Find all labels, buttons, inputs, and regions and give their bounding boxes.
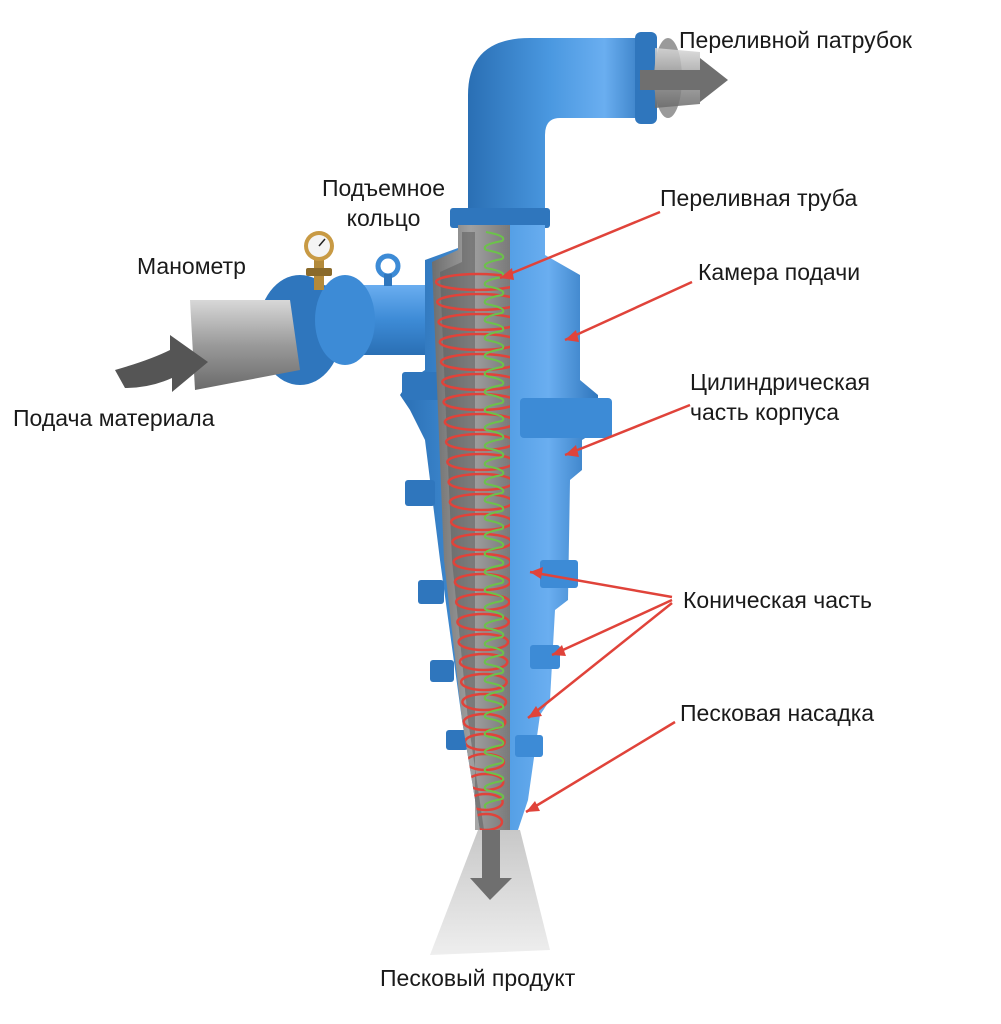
callout-sand-nozzle	[525, 720, 676, 814]
spiral-outer-turn	[456, 612, 510, 632]
spiral-outer-turn	[447, 472, 510, 492]
spiral-inner-turn	[483, 591, 505, 611]
spiral-inner-turn	[483, 753, 505, 773]
spiral-inner-turn	[483, 555, 505, 575]
pressure-gauge-icon	[304, 231, 334, 290]
spiral-inner-turn	[483, 321, 505, 341]
vortex-spirals	[434, 231, 510, 830]
spiral-inner-turn	[483, 681, 505, 701]
spiral-outer-turn	[453, 572, 510, 592]
spiral-outer-turn	[436, 292, 510, 312]
label-sand-product: Песковый продукт	[380, 965, 576, 991]
label-overflow-nozzle: Переливной патрубок	[679, 27, 912, 53]
spiral-inner-turn	[483, 411, 505, 431]
spiral-outer-turn	[439, 352, 510, 372]
spiral-inner-turn	[483, 483, 505, 503]
spiral-outer-turn	[434, 272, 510, 292]
spiral-inner-turn	[483, 645, 505, 665]
spiral-outer-turn	[454, 592, 510, 612]
spiral-outer-turn	[448, 492, 510, 512]
spiral-inner-turn	[483, 699, 505, 719]
spiral-outer-turn	[446, 452, 510, 472]
callout-cylindrical	[564, 403, 691, 457]
label-feed-chamber: Камера подачи	[698, 259, 861, 285]
spiral-inner-turn	[483, 429, 505, 449]
spiral-outer-turn	[438, 332, 510, 352]
spiral-inner-turn	[483, 375, 505, 395]
spiral-inner-turn	[483, 447, 505, 467]
callout-conical-1	[529, 570, 673, 599]
spiral-inner-turn	[483, 735, 505, 755]
label-material-feed: Подача материала	[13, 405, 215, 431]
lifting-ring-icon	[375, 253, 401, 286]
spiral-outer-turn	[461, 692, 508, 712]
spiral-inner-turn	[483, 627, 505, 647]
spiral-inner-turn	[483, 609, 505, 629]
callout-conical-3	[527, 602, 673, 719]
spiral-outer-turn	[437, 312, 510, 332]
spiral-outer-turn	[442, 392, 510, 412]
sand-spray	[430, 830, 550, 955]
spiral-inner-turn	[483, 231, 505, 251]
spiral-inner-turn	[483, 789, 505, 809]
overflow-elbow-pipe	[468, 32, 682, 230]
overflow-outflow	[640, 48, 728, 108]
spiral-inner-turn	[483, 519, 505, 539]
top-flange	[450, 208, 550, 228]
spiral-outer-turn	[449, 512, 510, 532]
label-lifting-ring-line2: кольцо	[346, 205, 421, 231]
label-cylindrical-line2: часть корпуса	[690, 399, 840, 425]
spiral-inner-turn	[483, 357, 505, 377]
spiral-inner-turn	[483, 465, 505, 485]
spiral-inner-turn	[483, 393, 505, 413]
callout-overflow-pipe	[499, 210, 661, 280]
feed-inflow	[115, 300, 300, 392]
label-cylindrical-line1: Цилиндрическая	[690, 369, 870, 395]
spiral-outer-turn	[441, 372, 510, 392]
spiral-inner-turn	[483, 249, 505, 269]
spiral-outer-turn	[443, 412, 510, 432]
spiral-outer-turn	[459, 672, 508, 692]
spiral-inner-turn	[483, 285, 505, 305]
label-lifting-ring-line1: Подъемное	[322, 175, 445, 201]
spiral-inner-turn	[483, 501, 505, 521]
spiral-outer-turn	[451, 532, 510, 552]
spiral-inner-turn	[483, 339, 505, 359]
callout-arrowheads	[500, 268, 579, 812]
callout-arrows	[499, 210, 693, 814]
label-sand-nozzle: Песковая насадка	[680, 700, 875, 726]
spiral-inner-turn	[483, 771, 505, 791]
flow-arrow-icon	[470, 830, 512, 900]
callout-conical-2	[551, 598, 673, 657]
spiral-inner-turn	[483, 573, 505, 593]
flow-arrow-icon	[640, 58, 728, 102]
spiral-inner-turn	[483, 717, 505, 737]
spiral-inner-turn	[483, 663, 505, 683]
spiral-outer-turn	[444, 432, 510, 452]
spiral-outer-turn	[458, 652, 509, 672]
label-manometer: Манометр	[137, 253, 246, 279]
spiral-inner-turn	[483, 303, 505, 323]
label-conical-part: Коническая часть	[683, 587, 873, 613]
spiral-outer-turn	[452, 552, 510, 572]
spiral-inner-turn	[483, 537, 505, 557]
label-overflow-pipe: Переливная труба	[660, 185, 858, 211]
spiral-outer-turn	[457, 632, 510, 652]
flow-arrow-icon	[115, 335, 208, 392]
callout-feed-chamber	[564, 280, 693, 342]
